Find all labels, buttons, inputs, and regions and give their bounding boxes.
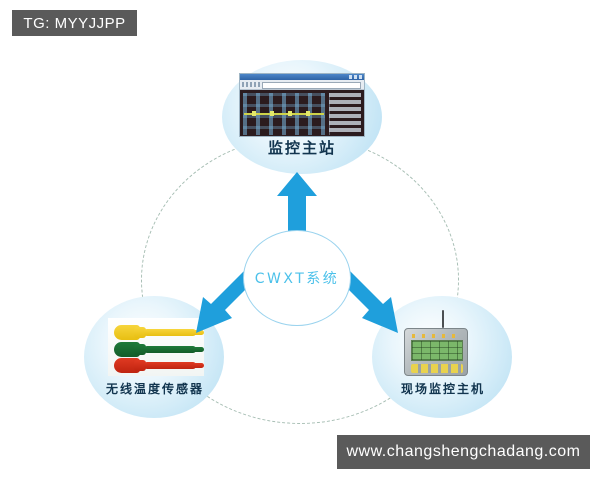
field-host-device-photo (404, 310, 468, 376)
monitor-toolbar (240, 80, 364, 90)
scada-monitor-screenshot-icon (239, 73, 365, 137)
address-bar (262, 82, 361, 89)
device-keypad (411, 364, 463, 373)
device-lcd-screen (411, 340, 463, 361)
center-system-label: CWXT系统 (254, 271, 340, 287)
device-indicator-leds (412, 334, 462, 338)
scada-bus-node (252, 111, 256, 116)
scada-bus-node (306, 111, 310, 116)
scada-bus-node (288, 111, 292, 116)
antenna-icon (442, 310, 444, 328)
device-body (404, 328, 468, 376)
toolbar-buttons-icon (242, 82, 260, 87)
scada-bus-line (244, 113, 324, 115)
monitor-titlebar (240, 74, 364, 80)
website-watermark-badge: www.changshengchadang.com (337, 435, 590, 469)
node-label-wireless-sensor: 无线温度传感器 (105, 382, 204, 396)
node-label-master-station: 监控主站 (267, 139, 336, 157)
scada-side-panel (329, 93, 361, 135)
scada-bus-node (270, 111, 274, 116)
scada-diagram-area (240, 90, 364, 136)
center-system-circle: CWXT系统 (243, 230, 351, 326)
tg-watermark-badge: TG: MYYJJPP (12, 10, 137, 36)
window-controls-icon (349, 75, 363, 79)
node-label-field-host: 现场监控主机 (400, 382, 485, 396)
arrow-to-master-station (277, 172, 317, 245)
arrow-to-host (335, 270, 398, 333)
wireless-sensor-photo (108, 318, 204, 376)
